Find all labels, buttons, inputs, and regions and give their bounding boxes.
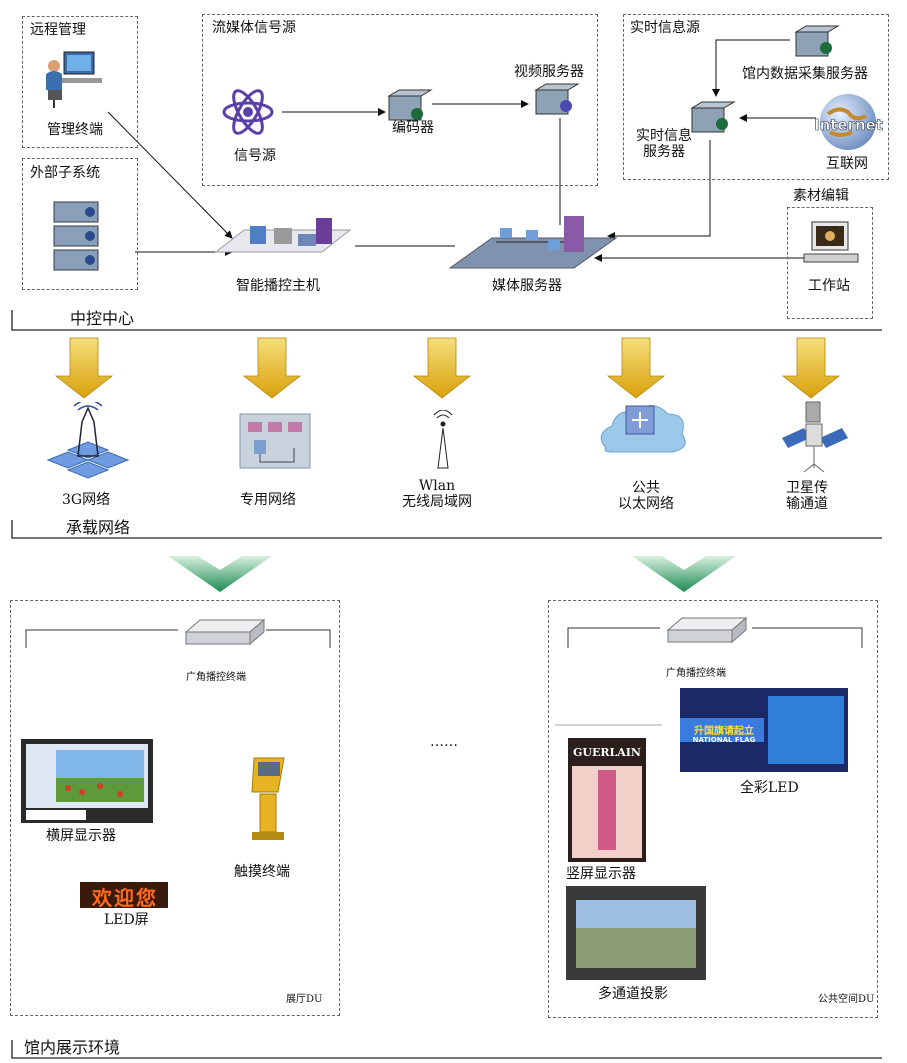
full-color-led-label: 全彩LED [740, 780, 799, 796]
workstation-label: 工作站 [808, 278, 850, 294]
carrier-network-section-label: 承载网络 [66, 518, 131, 537]
ellipsis: …… [430, 734, 458, 750]
globe-icon [820, 94, 876, 150]
video-server-icon [534, 83, 580, 115]
touch-terminal-label: 触摸终端 [234, 864, 290, 880]
chevron-down-icon [632, 556, 736, 592]
landscape-display-label: 横屏显示器 [46, 828, 116, 844]
multi-channel-projection-image [566, 886, 706, 980]
touch-kiosk-icon [251, 757, 285, 840]
encoder-label: 编码器 [392, 120, 434, 136]
arrow-down-icon [606, 337, 666, 399]
private-network-icon [239, 413, 311, 469]
led-screen-label: LED屏 [104, 912, 149, 928]
arrow-down-icon [242, 337, 302, 399]
portrait-brand-text: GUERLAIN [573, 746, 641, 759]
portrait-display [568, 738, 646, 862]
projection-label: 多通道投影 [598, 986, 668, 1002]
arrow-down-icon [412, 337, 472, 399]
arrow-down-icon [781, 337, 841, 399]
admin-terminal-label: 管理终端 [47, 122, 103, 138]
realtime-source-title: 实时信息源 [630, 20, 700, 36]
chevron-down-icon [168, 556, 272, 592]
line-realtime-to-media [607, 140, 711, 240]
network-3g-label: 3G网络 [62, 492, 111, 508]
left-terminal-label: 广角播控终端 [186, 672, 246, 683]
workstation-icon [803, 221, 859, 263]
bracket-right [567, 627, 660, 648]
atom-signal-icon [222, 89, 274, 135]
media-server-network-icon [448, 216, 618, 269]
bracket-left-r [266, 629, 331, 648]
remote-management-box [22, 16, 138, 148]
control-host-icon [214, 218, 352, 253]
control-host-label: 智能播控主机 [236, 278, 320, 294]
realtime-source-box [623, 14, 889, 180]
material-edit-title: 素材编辑 [793, 188, 849, 204]
wide-angle-terminal-icon [666, 616, 748, 644]
bracket-right-r [752, 627, 863, 648]
led-banner-text: 升国旗请起立 [694, 726, 754, 737]
section-divider-top [11, 310, 882, 331]
led-sign [80, 882, 168, 908]
stream-source-title: 流媒体信号源 [212, 20, 296, 36]
encoder-server-icon [387, 89, 433, 121]
wide-angle-terminal-icon [184, 618, 266, 646]
server-stack-icon [53, 201, 99, 271]
external-subsystem-title: 外部子系统 [30, 165, 100, 181]
video-server-label: 视频服务器 [514, 64, 584, 80]
line-terminal-to-host [107, 111, 233, 239]
led-sign-text: 欢迎您 [92, 886, 158, 910]
collector-server-icon [794, 25, 840, 57]
network-wlan-label: Wlan 无线局域网 [402, 478, 472, 511]
full-color-led-screen [680, 688, 848, 772]
arrow-down-icon [54, 337, 114, 399]
line-collector-to-realtime [712, 39, 790, 97]
public-space-du-box [548, 600, 878, 1018]
internet-label: 互联网 [826, 156, 868, 172]
landscape-monitor-icon [21, 739, 153, 823]
yellow-arrows [54, 337, 841, 399]
green-chevrons [168, 556, 736, 592]
realtime-server-label: 实时信息 服务器 [636, 128, 692, 161]
wireless-antenna-icon [433, 410, 453, 469]
remote-management-title: 远程管理 [30, 22, 86, 38]
admin-terminal-icon [46, 51, 102, 108]
exhibition-du-box [10, 600, 340, 1016]
portrait-display-label: 竖屏显示器 [566, 866, 636, 882]
material-edit-box [787, 207, 873, 319]
right-terminal-label: 广角播控终端 [666, 668, 726, 679]
internet-badge: Internet [814, 116, 884, 135]
central-control-section-label: 中控中心 [70, 309, 135, 328]
network-ethernet-label: 公共 以太网络 [618, 480, 674, 513]
signal-source-label: 信号源 [234, 148, 276, 164]
external-subsystem-box [22, 158, 138, 290]
3g-tower-icon [46, 402, 130, 479]
network-satellite-label: 卫星传 输通道 [786, 480, 828, 513]
display-environment-section-label: 馆内展示环境 [24, 1038, 121, 1057]
satellite-icon [782, 401, 848, 473]
bracket-left [25, 629, 178, 648]
left-du-tag: 展厅DU [286, 994, 323, 1005]
realtime-server-icon [690, 101, 736, 133]
stream-source-box [202, 14, 598, 186]
collector-server-label: 馆内数据采集服务器 [742, 66, 868, 82]
section-divider-bottom [11, 1040, 882, 1059]
network-private-label: 专用网络 [240, 492, 296, 508]
ethernet-cloud-icon [600, 405, 686, 453]
section-divider-mid [11, 520, 882, 539]
led-banner-subtext: NATIONAL FLAG [692, 736, 756, 744]
media-server-label: 媒体服务器 [492, 278, 562, 294]
right-du-tag: 公共空间DU [818, 994, 875, 1005]
